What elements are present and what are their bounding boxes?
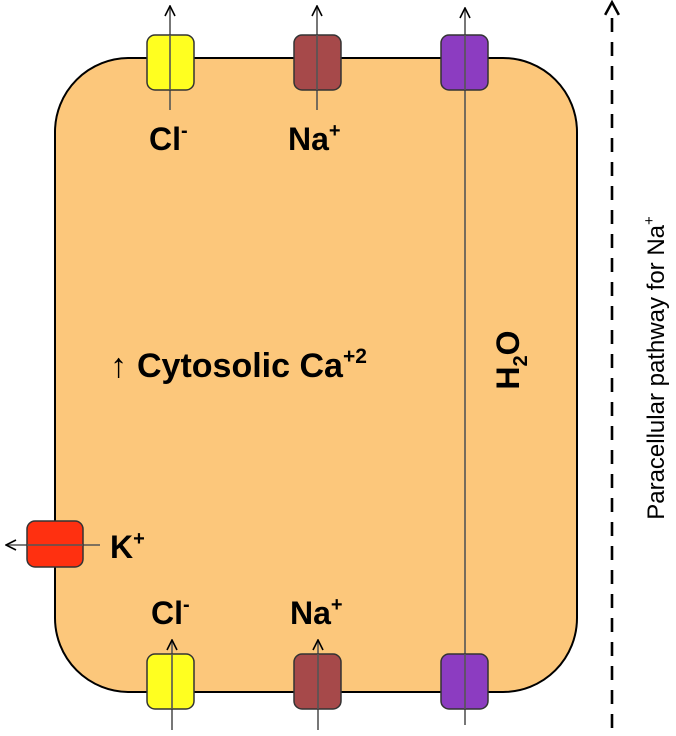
bottom-cl-channel <box>146 653 195 710</box>
k-label: K+ <box>110 528 145 565</box>
k-label-sup: + <box>133 528 145 550</box>
top-cl-label-sup: - <box>181 120 188 142</box>
paracellular-label-sup: + <box>641 216 658 225</box>
k-channel <box>26 520 84 568</box>
paracellular-label-group: Paracellular pathway for Na+ <box>641 216 670 520</box>
water-label-sub: 2 <box>510 355 532 366</box>
bottom-cl-label-text: Cl <box>151 595 183 631</box>
top-na-label-sup: + <box>329 120 341 142</box>
water-label-h: H <box>490 366 526 389</box>
k-label-text: K <box>110 529 133 565</box>
cell-body <box>55 58 577 692</box>
top-na-label-text: Na <box>288 121 329 157</box>
paracellular-label: Paracellular pathway for Na+ <box>641 216 670 520</box>
top-cl-label-text: Cl <box>149 121 181 157</box>
cytosolic-calcium-text: Cytosolic Ca <box>137 347 344 385</box>
bottom-cl-label-sup: - <box>183 594 190 616</box>
water-label: H2O <box>490 330 532 389</box>
top-na-label: Na+ <box>288 120 341 157</box>
bottom-na-label-sup: + <box>331 594 343 616</box>
water-label-group: H2O <box>490 330 532 389</box>
bottom-na-label-text: Na <box>290 595 331 631</box>
bottom-cl-label: Cl- <box>151 594 190 631</box>
cytosolic-calcium-sup: +2 <box>343 345 367 368</box>
cytosolic-calcium-label: ↑ Cytosolic Ca+2 <box>110 345 367 385</box>
bottom-na-label: Na+ <box>290 594 343 631</box>
top-cl-label: Cl- <box>149 120 188 157</box>
water-label-o: O <box>490 330 526 355</box>
paracellular-label-text: Paracellular pathway for Na <box>643 224 670 519</box>
increase-arrow-glyph: ↑ <box>110 347 127 385</box>
